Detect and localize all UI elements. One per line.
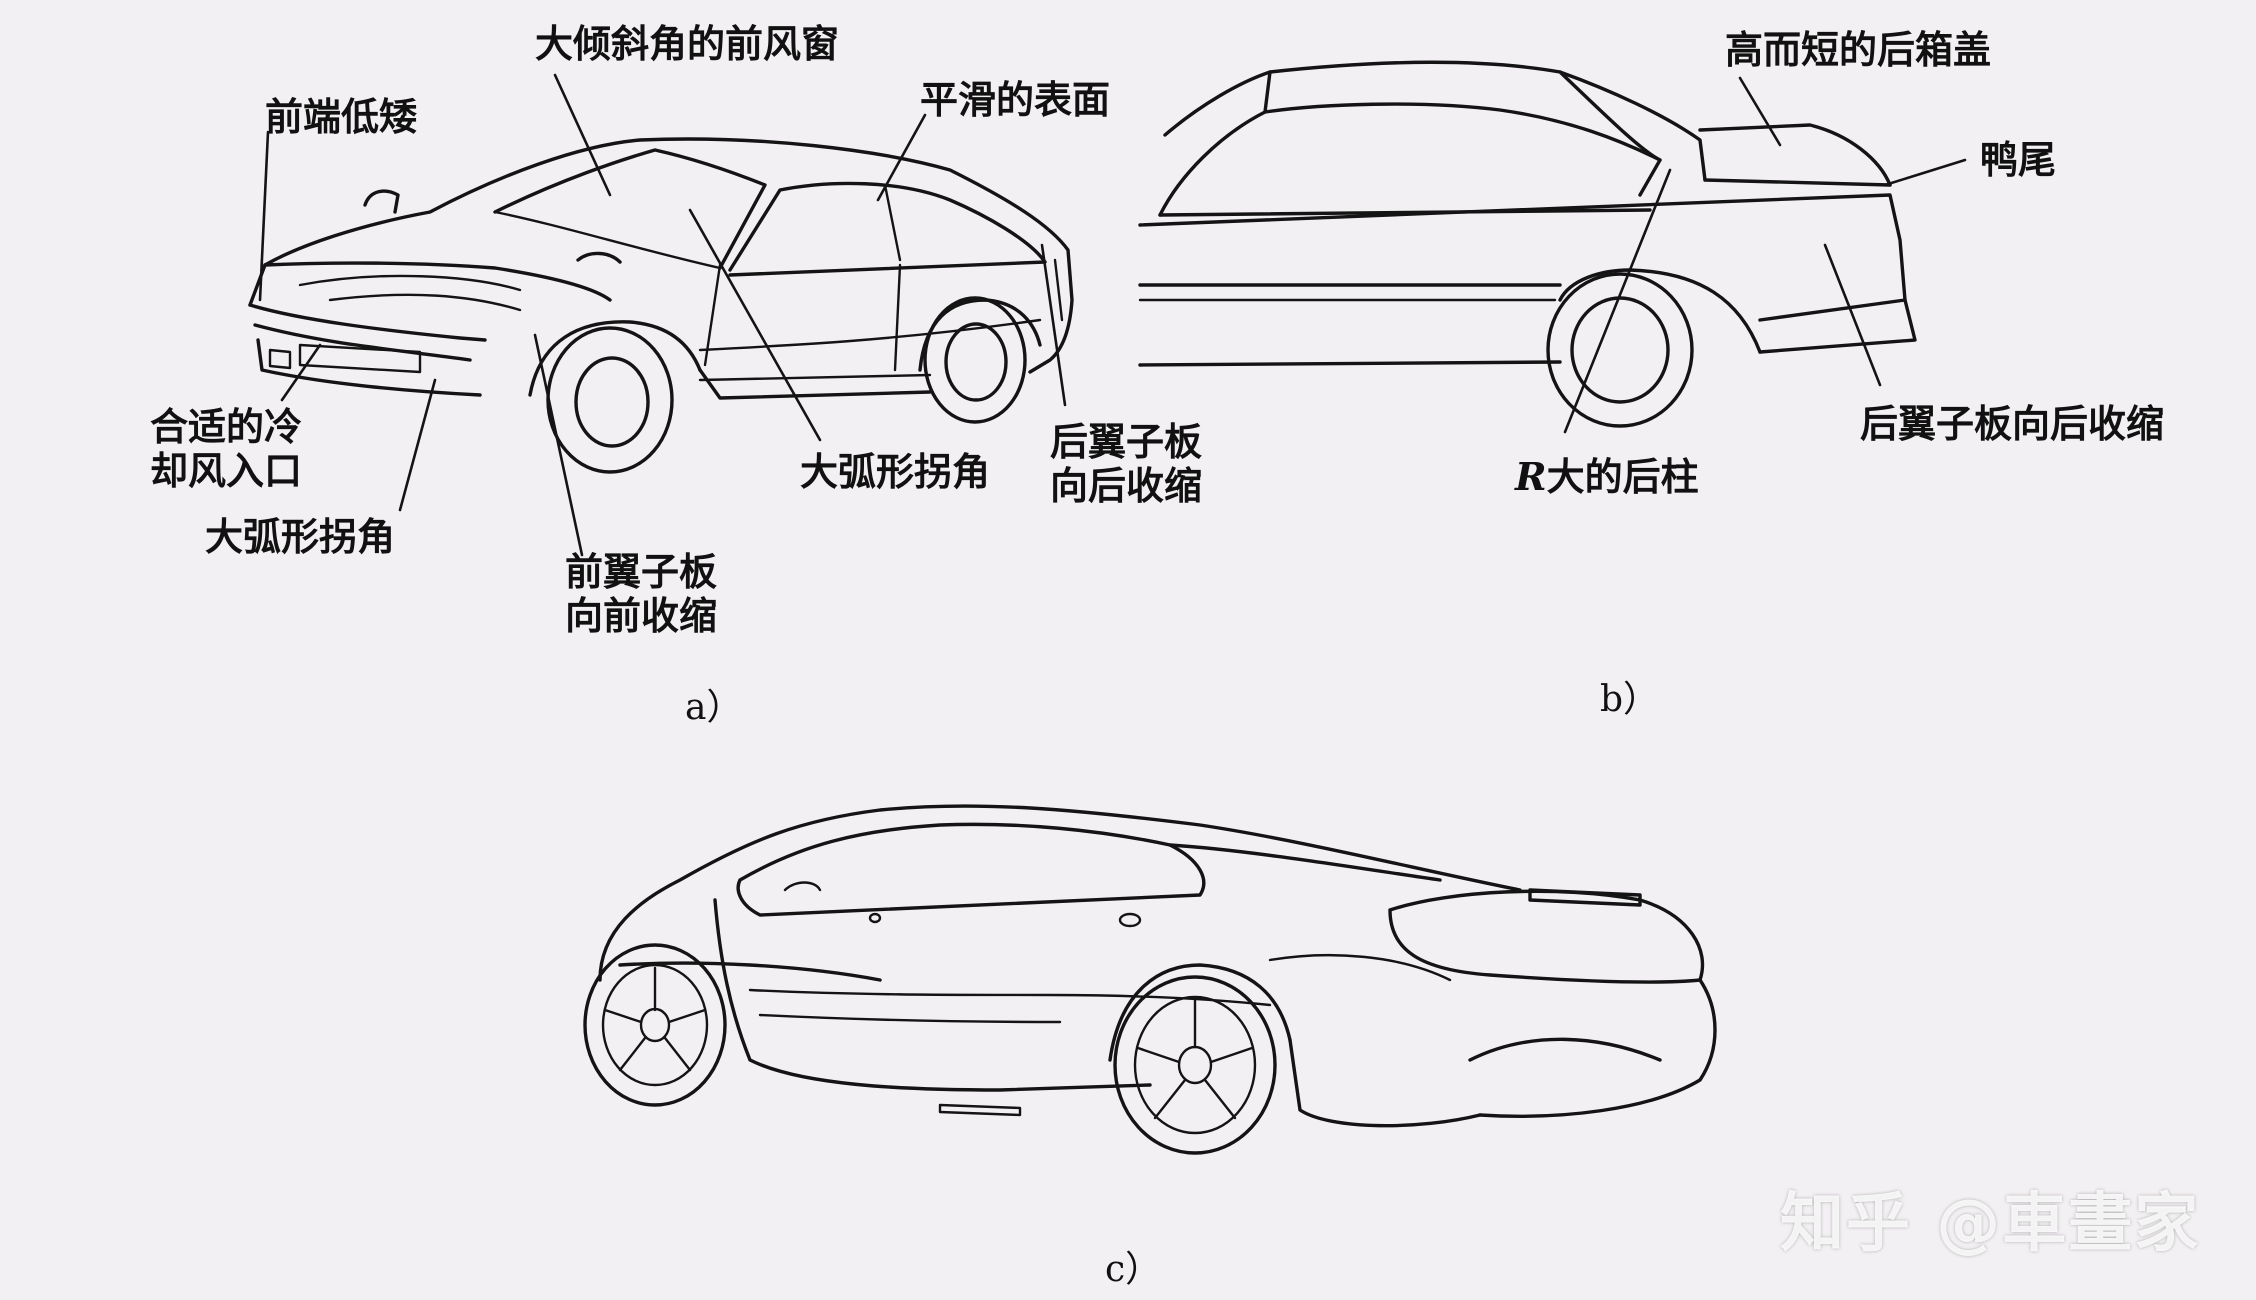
label-duck-tail: 鸭尾 xyxy=(1980,138,2057,182)
caption-c: c） xyxy=(1105,1249,1162,1290)
label-rear-fender-b: 后翼子板向后收缩 xyxy=(1860,402,2165,446)
leader-lines xyxy=(258,73,1967,557)
label-rear-fender-a: 后翼子板 向后收缩 xyxy=(1050,420,1203,508)
caption-a: a） xyxy=(685,687,743,728)
label-smooth-surface: 平滑的表面 xyxy=(920,78,1111,122)
car-a-front-view xyxy=(248,137,1074,474)
label-c-pillar: R大的后柱 xyxy=(1515,454,1699,500)
label-windshield: 大倾斜角的前风窗 xyxy=(535,22,840,66)
label-cooling-inlet: 合适的冷 却风入口 xyxy=(150,405,303,493)
caption-b: b） xyxy=(1600,679,1660,720)
car-c-concept-view xyxy=(583,804,1717,1155)
label-c-pillar-text: 大的后柱 xyxy=(1546,455,1699,499)
car-b-rear-view xyxy=(1138,60,1917,428)
label-trunk-lid: 高而短的后箱盖 xyxy=(1725,28,1992,72)
label-low-front: 前端低矮 xyxy=(265,95,418,139)
watermark: 知乎 @車畫家 xyxy=(1780,1187,2201,1261)
label-arc-corner-mid: 大弧形拐角 xyxy=(800,450,991,494)
label-arc-corner-left: 大弧形拐角 xyxy=(205,515,396,559)
label-front-fender: 前翼子板 向前收缩 xyxy=(565,550,718,638)
label-c-pillar-r: R xyxy=(1515,454,1547,499)
